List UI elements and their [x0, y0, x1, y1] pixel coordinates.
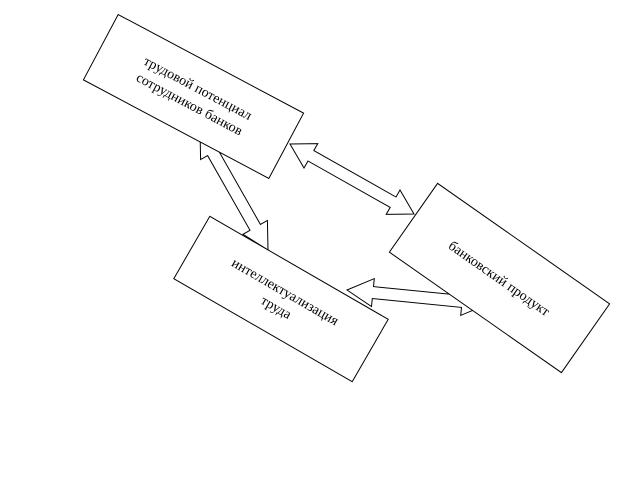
node-labor-potential: трудовой потенциал сотрудников банков: [82, 13, 305, 180]
node-intellectualization: интеллектуализация труда: [173, 215, 389, 383]
node-banking-product: банковский продукт: [388, 182, 611, 374]
node-banking-product-box: [388, 182, 611, 374]
node-labor-potential-box: [82, 13, 305, 180]
arrow-labor-banking-product: [289, 143, 415, 215]
node-intellectualization-box: [173, 215, 389, 383]
